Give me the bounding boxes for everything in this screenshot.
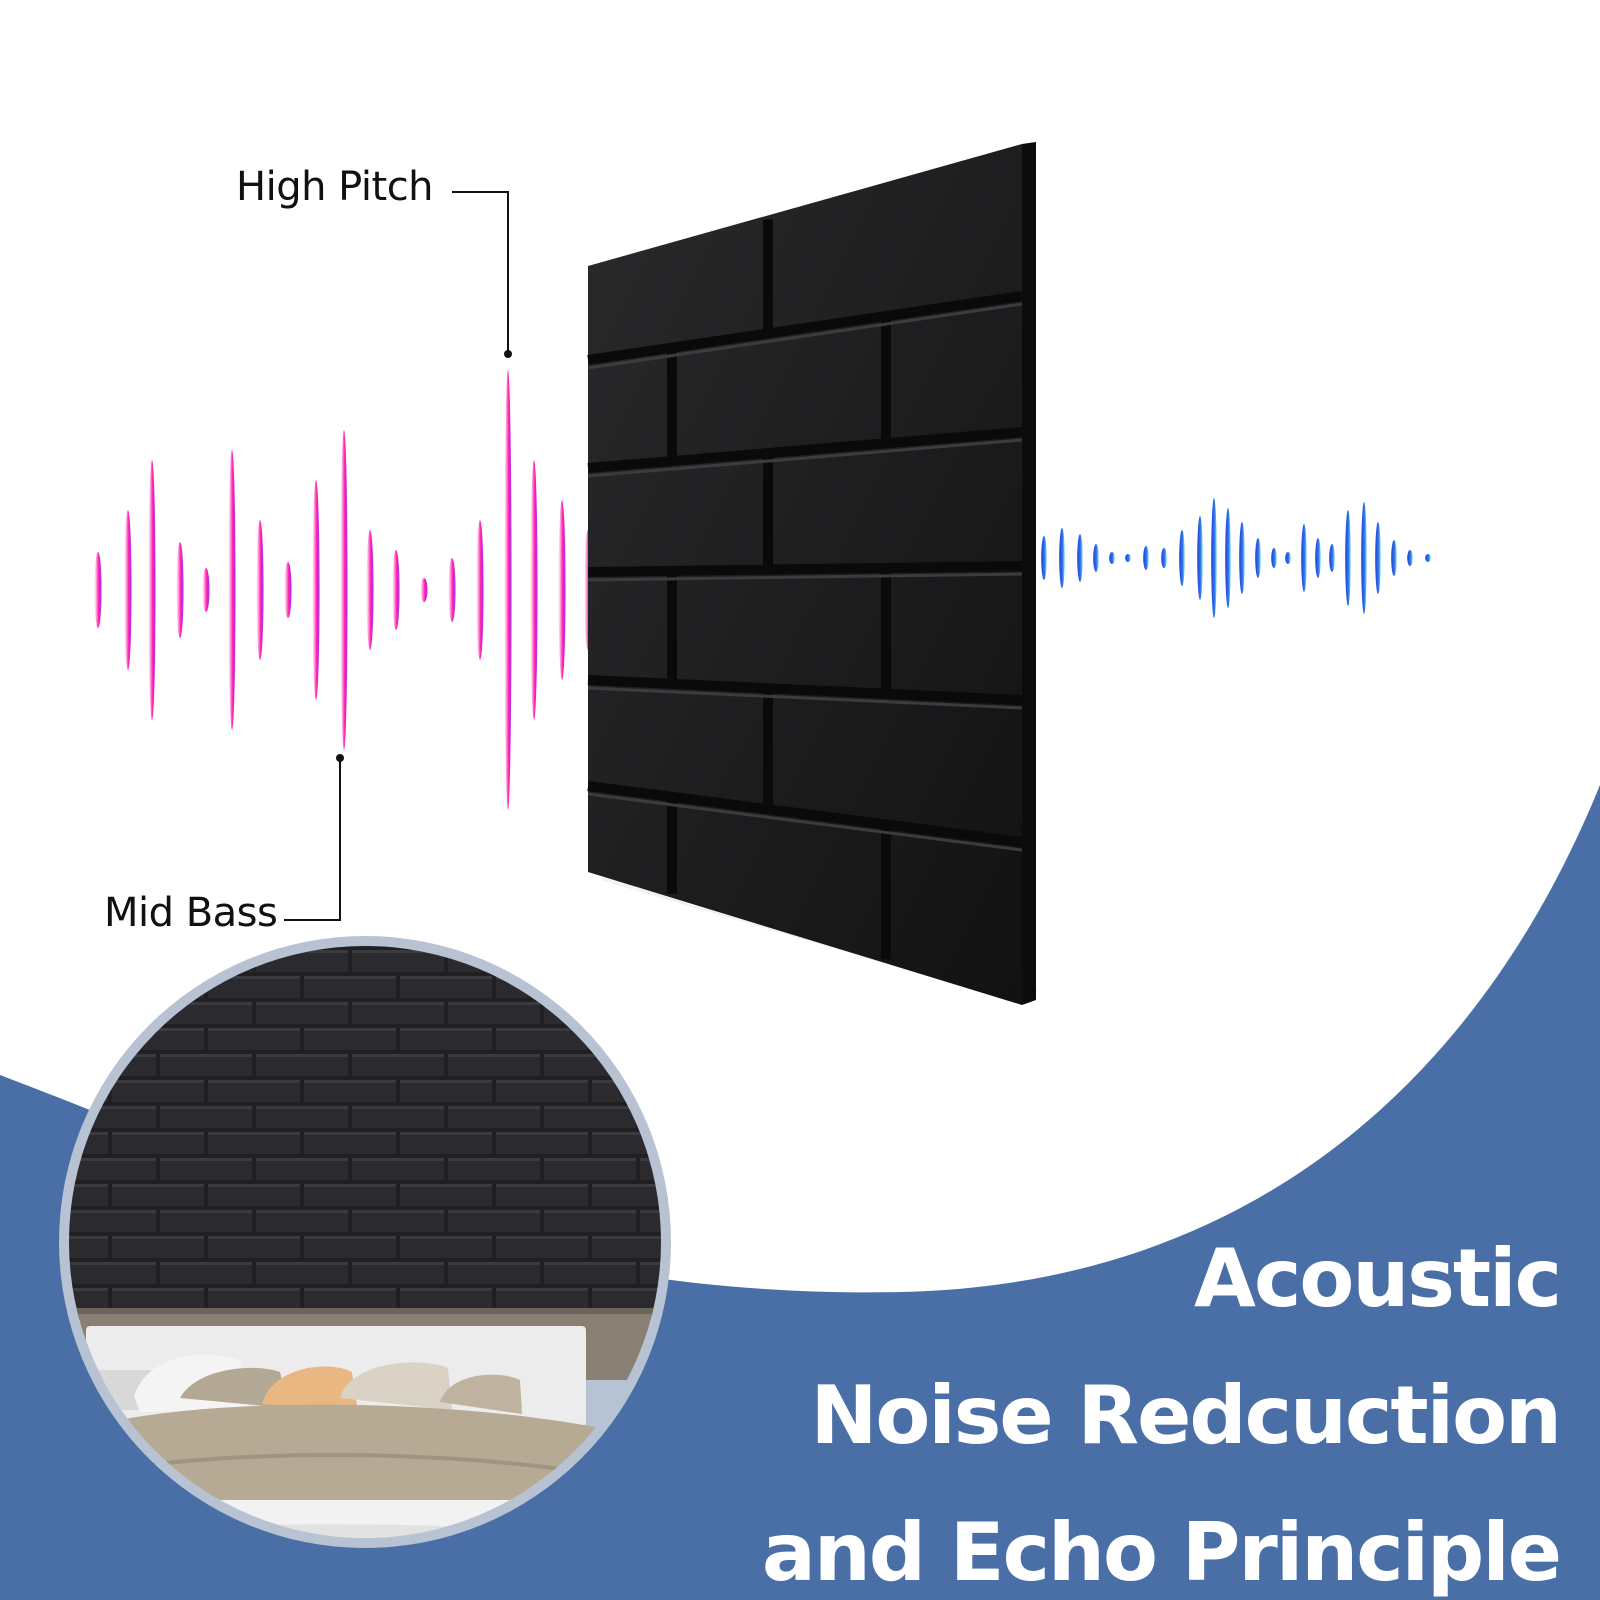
- panel-groove: [587, 781, 1023, 847]
- sound-wave-bar: [340, 430, 348, 750]
- sound-wave-bar: [1161, 548, 1167, 568]
- sound-wave-bar: [202, 568, 210, 612]
- sound-wave-bar: [148, 460, 156, 720]
- sound-wave-bar: [1225, 508, 1231, 608]
- sound-wave-bar: [312, 480, 320, 700]
- sound-wave-bar: [228, 450, 236, 730]
- panel-groove: [587, 427, 1023, 473]
- high-pitch-label: High Pitch: [236, 164, 434, 210]
- sound-wave-bar: [1059, 528, 1065, 588]
- callout-leaders: [284, 191, 509, 921]
- sound-wave-bar: [1271, 548, 1277, 568]
- headline-line-3: and Echo Principle: [761, 1506, 1562, 1599]
- sound-wave-bar: [1239, 522, 1245, 594]
- sound-wave-bar: [1285, 552, 1291, 564]
- sound-wave-bar: [1407, 550, 1413, 566]
- sound-wave-right: [1041, 498, 1431, 618]
- sound-wave-bar: [256, 520, 264, 660]
- mid-bass-marker: [336, 754, 344, 762]
- acoustic-panel: [587, 142, 1040, 1005]
- sound-wave-bar: [176, 542, 184, 638]
- room-inset-photo: [59, 936, 671, 1548]
- sound-wave-bar: [1361, 502, 1367, 614]
- sound-wave-bar: [530, 460, 538, 720]
- sound-wave-bar: [558, 500, 566, 680]
- headline-line-2: Noise Redcuction: [810, 1369, 1562, 1462]
- sound-wave-bar: [94, 552, 102, 628]
- panel-groove: [587, 438, 1023, 478]
- sound-wave-bar: [420, 578, 428, 602]
- panel-groove: [587, 572, 1023, 582]
- sound-wave-bar: [1425, 554, 1431, 562]
- sound-wave-bar: [1143, 546, 1149, 570]
- sound-wave-bar: [124, 510, 132, 670]
- sound-wave-bar: [1125, 554, 1131, 562]
- sound-wave-bar: [1211, 498, 1217, 618]
- sound-wave-bar: [448, 558, 456, 622]
- mid-bass-label: Mid Bass: [104, 890, 278, 936]
- panel-groove: [587, 686, 1023, 710]
- headline: Acoustic Noise Redcuction and Echo Princ…: [761, 1210, 1562, 1600]
- sound-wave-bar: [1041, 536, 1047, 580]
- sound-wave-bar: [1093, 544, 1099, 572]
- sound-wave-bar: [1255, 538, 1261, 578]
- high-pitch-marker: [504, 350, 512, 358]
- panel-groove: [587, 792, 1023, 852]
- sound-wave-bar: [1375, 522, 1381, 594]
- sound-wave-bar: [1315, 538, 1321, 578]
- headline-line-1: Acoustic: [1194, 1232, 1562, 1325]
- panel-groove: [587, 561, 1023, 577]
- sound-wave-bar: [1391, 540, 1397, 576]
- sound-wave-bar: [1197, 516, 1203, 600]
- sound-wave-bar: [392, 550, 400, 630]
- sound-wave-bar: [1179, 530, 1185, 586]
- sound-wave-bar: [284, 562, 292, 618]
- sound-wave-bar: [1077, 534, 1083, 582]
- panel-groove: [587, 675, 1023, 705]
- sound-wave-bar: [1329, 544, 1335, 572]
- panel-groove: [587, 302, 1023, 370]
- sound-wave-bar: [476, 520, 484, 660]
- panel-groove: [587, 291, 1023, 365]
- sound-wave-bar: [1345, 510, 1351, 606]
- sound-wave-left: [94, 370, 672, 810]
- sound-wave-bar: [1301, 524, 1307, 592]
- sound-wave-bar: [504, 370, 512, 810]
- sound-wave-bar: [366, 530, 374, 650]
- sound-wave-bar: [1109, 552, 1115, 564]
